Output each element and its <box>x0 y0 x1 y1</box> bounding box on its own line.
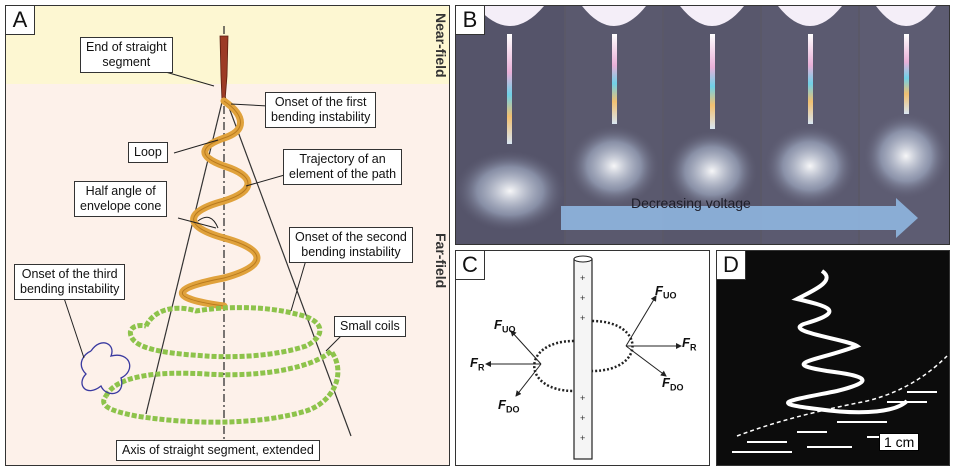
frame-3 <box>664 6 760 244</box>
scale-bar-label: 1 cm <box>879 433 920 451</box>
force-fr-right: FR <box>682 335 697 353</box>
leader-onset-second <box>290 259 307 312</box>
bending-spiral <box>178 97 261 310</box>
force-fuo-left: FUO <box>494 317 516 335</box>
coil-spiral <box>786 269 909 415</box>
callout-axis: Axis of straight segment, extended <box>116 440 320 461</box>
force-diagram: + + + + + + <box>485 255 682 460</box>
force-fr-left: FR <box>470 355 485 373</box>
decreasing-voltage-arrow <box>561 198 918 238</box>
bend-left <box>533 339 575 393</box>
near-field-label: Near-field <box>433 12 449 78</box>
leader-onset-first <box>230 103 269 107</box>
debris-line <box>736 355 948 437</box>
panel-c-label: C <box>456 251 485 280</box>
panel-b: B <box>455 5 950 245</box>
leader-small-coils <box>325 335 342 352</box>
arrow-fuo-right <box>625 295 657 347</box>
jet-photo-sequence <box>456 6 949 244</box>
arrow-fuo-left <box>510 330 542 365</box>
svg-text:+: + <box>580 313 585 323</box>
arrow-fdo-left <box>515 363 542 397</box>
callout-half-angle: Half angle of envelope cone <box>74 181 168 217</box>
svg-text:+: + <box>580 433 585 443</box>
panel-d: D 1 cm <box>716 250 950 466</box>
force-fdo-right: FDO <box>662 375 684 393</box>
far-field-label: Far-field <box>433 233 449 289</box>
frame-1 <box>456 6 565 244</box>
frame-4 <box>762 6 858 244</box>
frame-5 <box>860 6 949 244</box>
leader-loop <box>173 139 219 154</box>
half-angle-arc <box>197 216 219 229</box>
leader-onset-third <box>63 297 85 359</box>
force-fdo-left: FDO <box>498 397 520 415</box>
callout-small-coils: Small coils <box>334 316 406 337</box>
panel-b-label: B <box>456 6 485 35</box>
leader-trajectory <box>245 173 289 187</box>
small-coils-lower <box>101 347 341 425</box>
force-fuo-right: FUO <box>655 283 677 301</box>
callout-trajectory: Trajectory of an element of the path <box>283 149 403 185</box>
svg-text:+: + <box>580 273 585 283</box>
svg-text:+: + <box>580 413 585 423</box>
small-coils-upper <box>127 305 323 360</box>
svg-text:+: + <box>580 393 585 403</box>
panel-a: A Near-field Far-field End of straight s… <box>5 5 450 466</box>
frame-2 <box>566 6 662 244</box>
charge-marks: + + + + + + <box>580 273 585 443</box>
callout-onset-third: Onset of the third bending instability <box>14 264 126 300</box>
panel-a-label: A <box>6 6 35 35</box>
arrow-fdo-right <box>625 345 667 377</box>
spiral-diagram <box>6 6 449 446</box>
third-instability-coil <box>80 342 131 395</box>
jet-tube <box>573 258 593 460</box>
panel-c: C + + + + + + FUO FR FDO FUO FR FDO <box>455 250 710 466</box>
callout-onset-second: Onset of the second bending instability <box>289 227 413 263</box>
callout-onset-first: Onset of the first bending instability <box>265 92 377 128</box>
voltage-label: Decreasing voltage <box>631 195 751 211</box>
callout-loop: Loop <box>128 142 168 163</box>
cone-right-edge <box>223 93 352 437</box>
callout-end-straight: End of straight segment <box>80 37 173 73</box>
coil-photo <box>732 269 948 453</box>
straight-jet <box>219 35 229 102</box>
panel-d-label: D <box>717 251 746 280</box>
spiral-edge <box>181 100 258 307</box>
svg-text:+: + <box>580 293 585 303</box>
leader-half-angle <box>177 217 217 229</box>
